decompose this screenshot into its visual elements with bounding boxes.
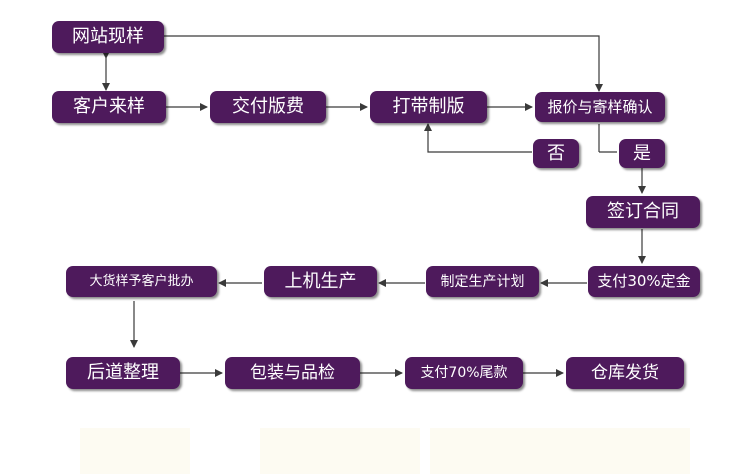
node-warehouse-shipping: 仓库发货 — [566, 357, 684, 389]
connector-website-to-quote — [164, 35, 603, 92]
node-customer-sample: 客户来样 — [52, 91, 166, 123]
node-pay-deposit: 支付30%定金 — [588, 266, 700, 297]
node-post-finishing-label: 后道整理 — [87, 362, 159, 383]
node-quote-and-send-sample: 报价与寄样确认 — [535, 92, 665, 122]
node-yes: 是 — [619, 139, 665, 168]
node-machine-production-label: 上机生产 — [284, 270, 357, 292]
node-website-sample: 网站现样 — [52, 21, 164, 53]
node-production-plan-label: 制定生产计划 — [440, 273, 525, 290]
node-sign-contract: 签订合同 — [586, 196, 700, 228]
node-packing-inspection: 包装与品检 — [225, 357, 360, 389]
node-customer-sample-label: 客户来样 — [73, 96, 145, 117]
footer-strip-middle — [260, 428, 420, 474]
node-machine-production: 上机生产 — [264, 266, 377, 297]
node-pay-plate-fee: 交付版费 — [210, 91, 326, 123]
node-no-label: 否 — [547, 142, 565, 164]
node-bulk-sample-approval-label: 大货样予客户批办 — [89, 274, 194, 289]
node-make-tape-plate-label: 打带制版 — [392, 96, 465, 117]
node-pay-balance-label: 支付70%尾款 — [420, 365, 508, 381]
node-production-plan: 制定生产计划 — [426, 266, 539, 297]
node-make-tape-plate: 打带制版 — [370, 91, 487, 123]
node-yes-label: 是 — [633, 142, 651, 164]
node-pay-deposit-label: 支付30%定金 — [597, 272, 691, 290]
connector-no-to-tape — [424, 123, 532, 153]
footer-strip-left — [80, 428, 190, 474]
node-pay-balance: 支付70%尾款 — [405, 357, 523, 389]
footer-strip-right — [430, 428, 690, 474]
node-bulk-sample-approval: 大货样予客户批办 — [66, 266, 217, 297]
node-sign-contract-label: 签订合同 — [607, 201, 679, 222]
node-warehouse-shipping-label: 仓库发货 — [591, 362, 659, 383]
node-quote-and-send-sample-label: 报价与寄样确认 — [547, 97, 653, 116]
node-pay-plate-fee-label: 交付版费 — [232, 96, 304, 117]
node-post-finishing: 后道整理 — [66, 357, 180, 389]
node-packing-inspection-label: 包装与品检 — [250, 362, 335, 383]
node-website-sample-label: 网站现样 — [72, 26, 144, 47]
node-no: 否 — [533, 139, 579, 168]
